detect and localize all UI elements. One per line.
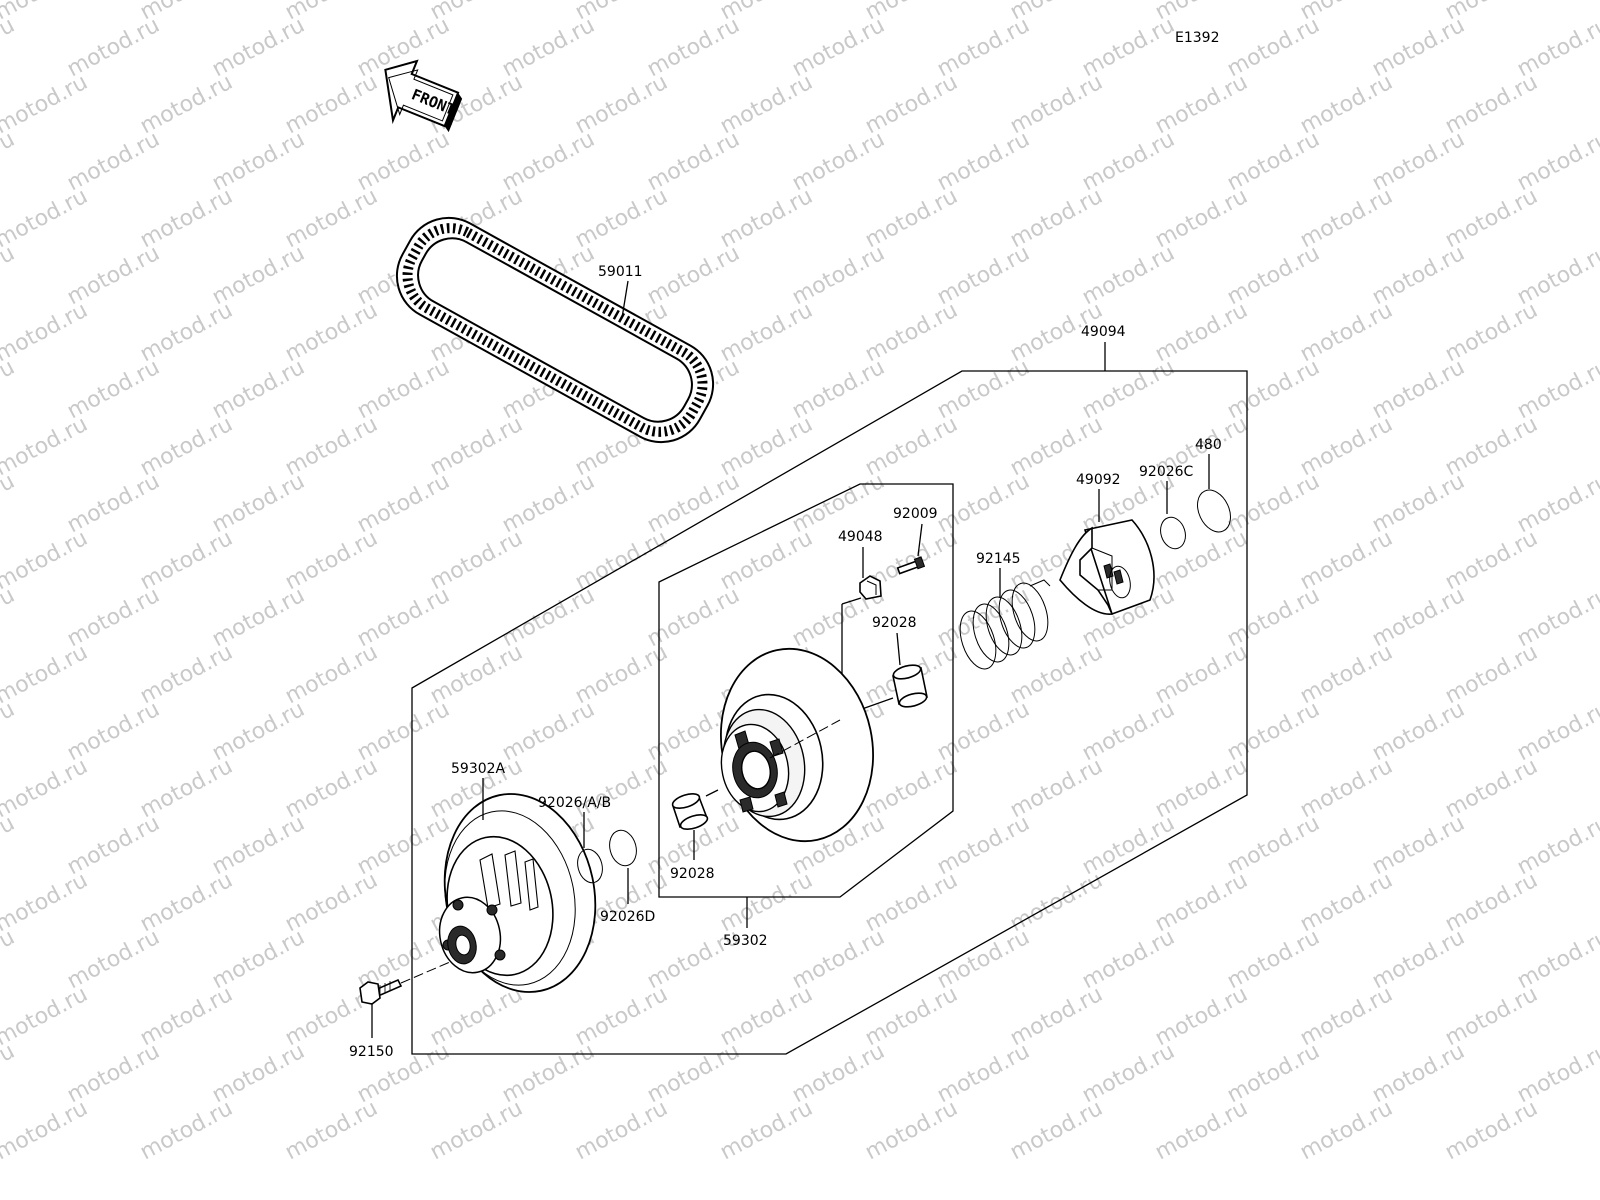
screw-92009 [896, 556, 926, 575]
part-label-59302A: 59302A [451, 761, 506, 777]
watermark-text: motod.ru [0, 13, 19, 82]
part-label-49048: 49048 [838, 529, 883, 545]
watermark-text: motod.ru [0, 412, 92, 481]
watermark-text: motod.ru [136, 1096, 237, 1165]
part-label-59011: 59011 [598, 264, 643, 280]
watermark-text: motod.ru [0, 583, 19, 652]
part-label-92145: 92145 [976, 551, 1021, 567]
bolt-92150 [359, 961, 451, 1005]
part-label-59302: 59302 [723, 933, 768, 949]
o-ring-92026C [1160, 516, 1186, 550]
watermark-text: motod.ru [0, 469, 19, 538]
watermark-text: motod.ru [1441, 1096, 1542, 1165]
drive-belt-59011 [395, 216, 715, 444]
part-label-92009: 92009 [893, 506, 938, 522]
diagram-code: E1392 [1175, 30, 1219, 46]
watermark-text: motod.ru [0, 868, 92, 937]
watermark-text: motod.ru [716, 1096, 817, 1165]
part-label-92026C: 92026C [1139, 464, 1194, 480]
o-ring-92026D [609, 829, 637, 867]
o-ring-92026-A-B [577, 848, 603, 884]
watermark-text: motod.ru [0, 127, 19, 196]
part-label-92026-A-B: 92026/A/B [538, 795, 611, 811]
assembly-frame-49094 [411, 370, 1248, 1055]
watermark-text: motod.ru [0, 982, 92, 1051]
fixed-sheave-59302A [438, 793, 597, 993]
watermark-text: motod.ru [0, 184, 92, 253]
watermark-text: motod.ru [0, 70, 92, 139]
watermark-text: motod.ru [0, 0, 92, 25]
watermark-text: motod.ru [0, 241, 19, 310]
watermark-text: motod.ru [0, 697, 19, 766]
circlip-480 [1197, 489, 1231, 533]
watermark-text: motod.ru [571, 1096, 672, 1165]
part-label-480: 480 [1195, 437, 1222, 453]
watermark-text: motod.ru [0, 640, 92, 709]
watermark-text: motod.ru [0, 526, 92, 595]
watermark-text: motod.ru [0, 754, 92, 823]
watermark-text: motod.ru [1151, 1096, 1252, 1165]
watermark-text: motod.ru [1006, 1096, 1107, 1165]
watermark-text: motod.ru [0, 298, 92, 367]
spring-92145 [959, 579, 1051, 670]
part-label-92028-bottom: 92028 [670, 866, 715, 882]
bushing-92028-top [892, 664, 928, 708]
watermark-text: motod.ru [861, 1096, 962, 1165]
bushing-92028-bottom [671, 793, 709, 830]
torque-cam-49092 [1059, 519, 1155, 616]
part-label-49094: 49094 [1081, 324, 1126, 340]
watermark-text: motod.ru [281, 1096, 382, 1165]
part-label-92028-top: 92028 [872, 615, 917, 631]
slider-block-49048 [859, 575, 882, 600]
watermark-text: motod.ru [0, 925, 19, 994]
assembly-frame-59302 [658, 483, 954, 898]
part-label-92026D: 92026D [600, 909, 655, 925]
watermark-text: motod.ru [0, 811, 19, 880]
watermark-text: motod.ru [0, 1096, 92, 1165]
part-label-49092: 49092 [1076, 472, 1121, 488]
watermark-text: motod.ru [0, 355, 19, 424]
part-label-92150: 92150 [349, 1044, 394, 1060]
watermark-text: motod.ru [426, 1096, 527, 1165]
watermark-text: motod.ru [0, 1039, 19, 1108]
movable-sheave-59302 [720, 647, 874, 843]
watermark-text: motod.ru [1296, 1096, 1397, 1165]
front-direction-arrow-icon: FRONT [384, 59, 463, 133]
